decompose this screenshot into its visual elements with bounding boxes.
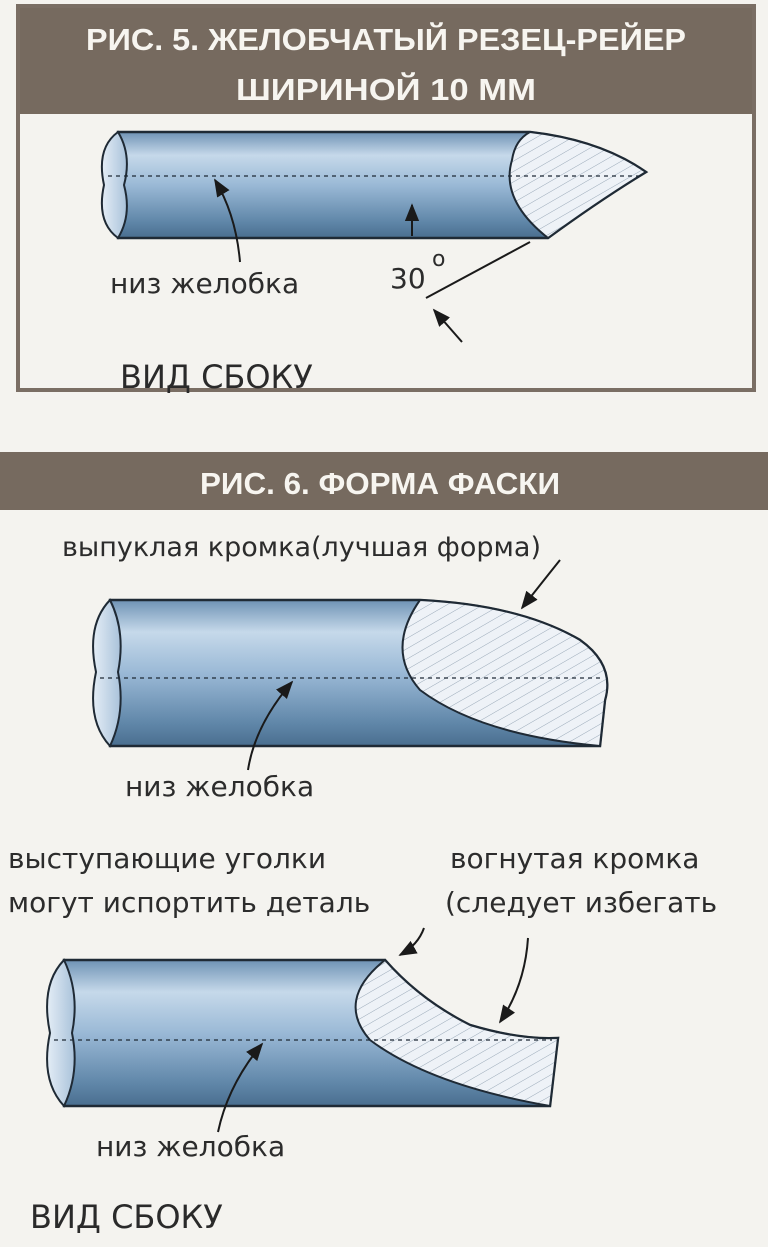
angle-value: 30 [390, 262, 426, 295]
figure-6-view-label: ВИД СБОКУ [30, 1198, 223, 1236]
angle-degree-sign: o [432, 247, 445, 272]
groove-arrow-bottom [217, 1042, 264, 1133]
tool-end-face [46, 958, 76, 1108]
convex-edge-label: выпуклая кромка(лучшая форма) [62, 532, 541, 563]
groove-label-top: низ желобка [125, 770, 314, 803]
tool-bevel-face [354, 958, 560, 1108]
figure-5: РИС. 5. ЖЕЛОБЧАТЫЙ РЕЗЕЦ-РЕЙЕР ШИРИНОЙ 1… [16, 4, 756, 396]
figure-5-frame [16, 4, 756, 392]
figure-5-header [18, 6, 754, 114]
figure-5-groove-label: низ желобка [110, 267, 299, 300]
figure-5-tool [100, 130, 649, 240]
figure-6: РИС. 6. ФОРМА ФАСКИ выпуклая кромка(лучш… [0, 452, 768, 1236]
figure-6-header [0, 452, 768, 510]
tool-end-face [100, 130, 128, 240]
tool-end-face [92, 598, 122, 748]
angle-arrow-bottom [432, 308, 463, 343]
figure-5-title-line1: РИС. 5. ЖЕЛОБЧАТЫЙ РЕЗЕЦ-РЕЙЕР [86, 21, 686, 57]
tool-bevel-face [508, 130, 648, 240]
angle-line [425, 241, 531, 299]
figure-5-title-line2: ШИРИНОЙ 10 ММ [236, 71, 536, 107]
figure-6-title: РИС. 6. ФОРМА ФАСКИ [200, 466, 560, 501]
corners-label-line1: выступающие уголки [8, 842, 326, 875]
tool-bevel-face [401, 598, 609, 748]
convex-edge-arrow [520, 559, 561, 610]
concave-arrow [498, 937, 529, 1024]
concave-label-line2: (следует избегать [445, 886, 717, 919]
convex-bevel-tool [92, 598, 609, 748]
groove-arrow-top [247, 680, 294, 771]
groove-arrow [214, 178, 241, 263]
concave-label-line1: вогнутая кромка [450, 842, 699, 875]
figure-5-view-label: ВИД СБОКУ [120, 358, 313, 396]
corners-arrow [398, 927, 425, 956]
corners-label-line2: могут испортить деталь [8, 886, 370, 919]
concave-bevel-tool [46, 958, 560, 1108]
groove-label-bottom: низ желобка [96, 1130, 285, 1163]
